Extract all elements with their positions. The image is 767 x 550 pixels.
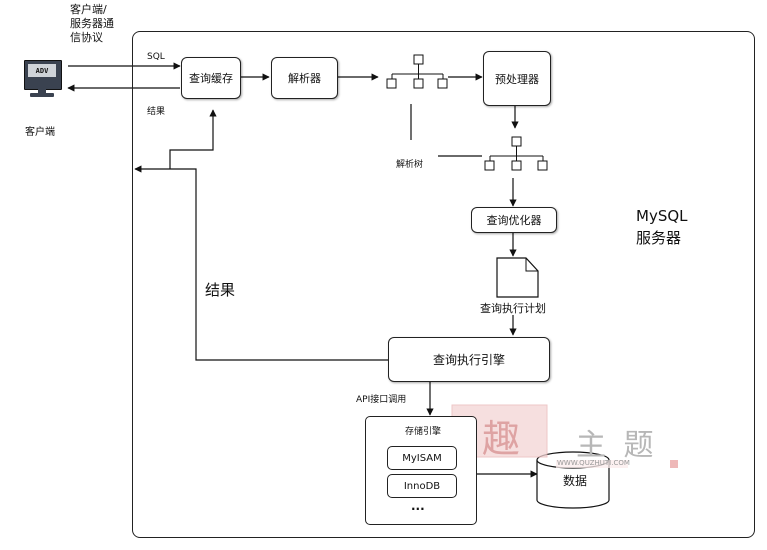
parse-tree-1 — [386, 54, 448, 89]
cache-feedback-arrow — [169, 109, 217, 169]
sql-label: SQL — [147, 52, 165, 62]
parse-tree-2 — [484, 136, 548, 171]
data-label: 数据 — [563, 474, 588, 488]
result-label-large: 结果 — [205, 281, 236, 299]
engine-innodb: InnoDB — [387, 474, 457, 498]
watermark-url: WWW.QUZHUTI.COM — [557, 459, 630, 467]
engine-myisam: MyISAM — [387, 446, 457, 470]
parse-tree-label: 解析树 — [396, 160, 424, 170]
client-monitor-icon: ADV — [24, 60, 62, 100]
server-label: MySQL 服务器 — [636, 207, 688, 247]
protocol-label: 客户端/ 服务器通 信协议 — [70, 3, 114, 44]
preprocessor-node: 预处理器 — [483, 51, 551, 106]
engine-more: ... — [411, 499, 425, 513]
mysql-server-boundary — [132, 31, 755, 538]
plan-document-icon — [496, 257, 539, 298]
exec-plan-label: 查询执行计划 — [480, 302, 546, 315]
client-label: 客户端 — [25, 127, 55, 138]
storage-engine-container: 存储引擎 MyISAM InnoDB ... — [365, 416, 477, 525]
api-label: API接口调用 — [356, 395, 407, 405]
parser-node: 解析器 — [271, 57, 338, 99]
query-cache-node: 查询缓存 — [181, 57, 241, 99]
storage-engine-title: 存储引擎 — [405, 427, 442, 437]
watermark-seal: 趣 — [482, 417, 521, 461]
watermark-brand: 主 题 — [576, 428, 658, 463]
exec-engine-node: 查询执行引擎 — [388, 337, 550, 382]
result-label-small: 结果 — [147, 107, 166, 117]
monitor-screen-text: ADV — [28, 64, 56, 77]
engine-result-arrow — [134, 165, 388, 361]
optimizer-node: 查询优化器 — [471, 207, 557, 233]
